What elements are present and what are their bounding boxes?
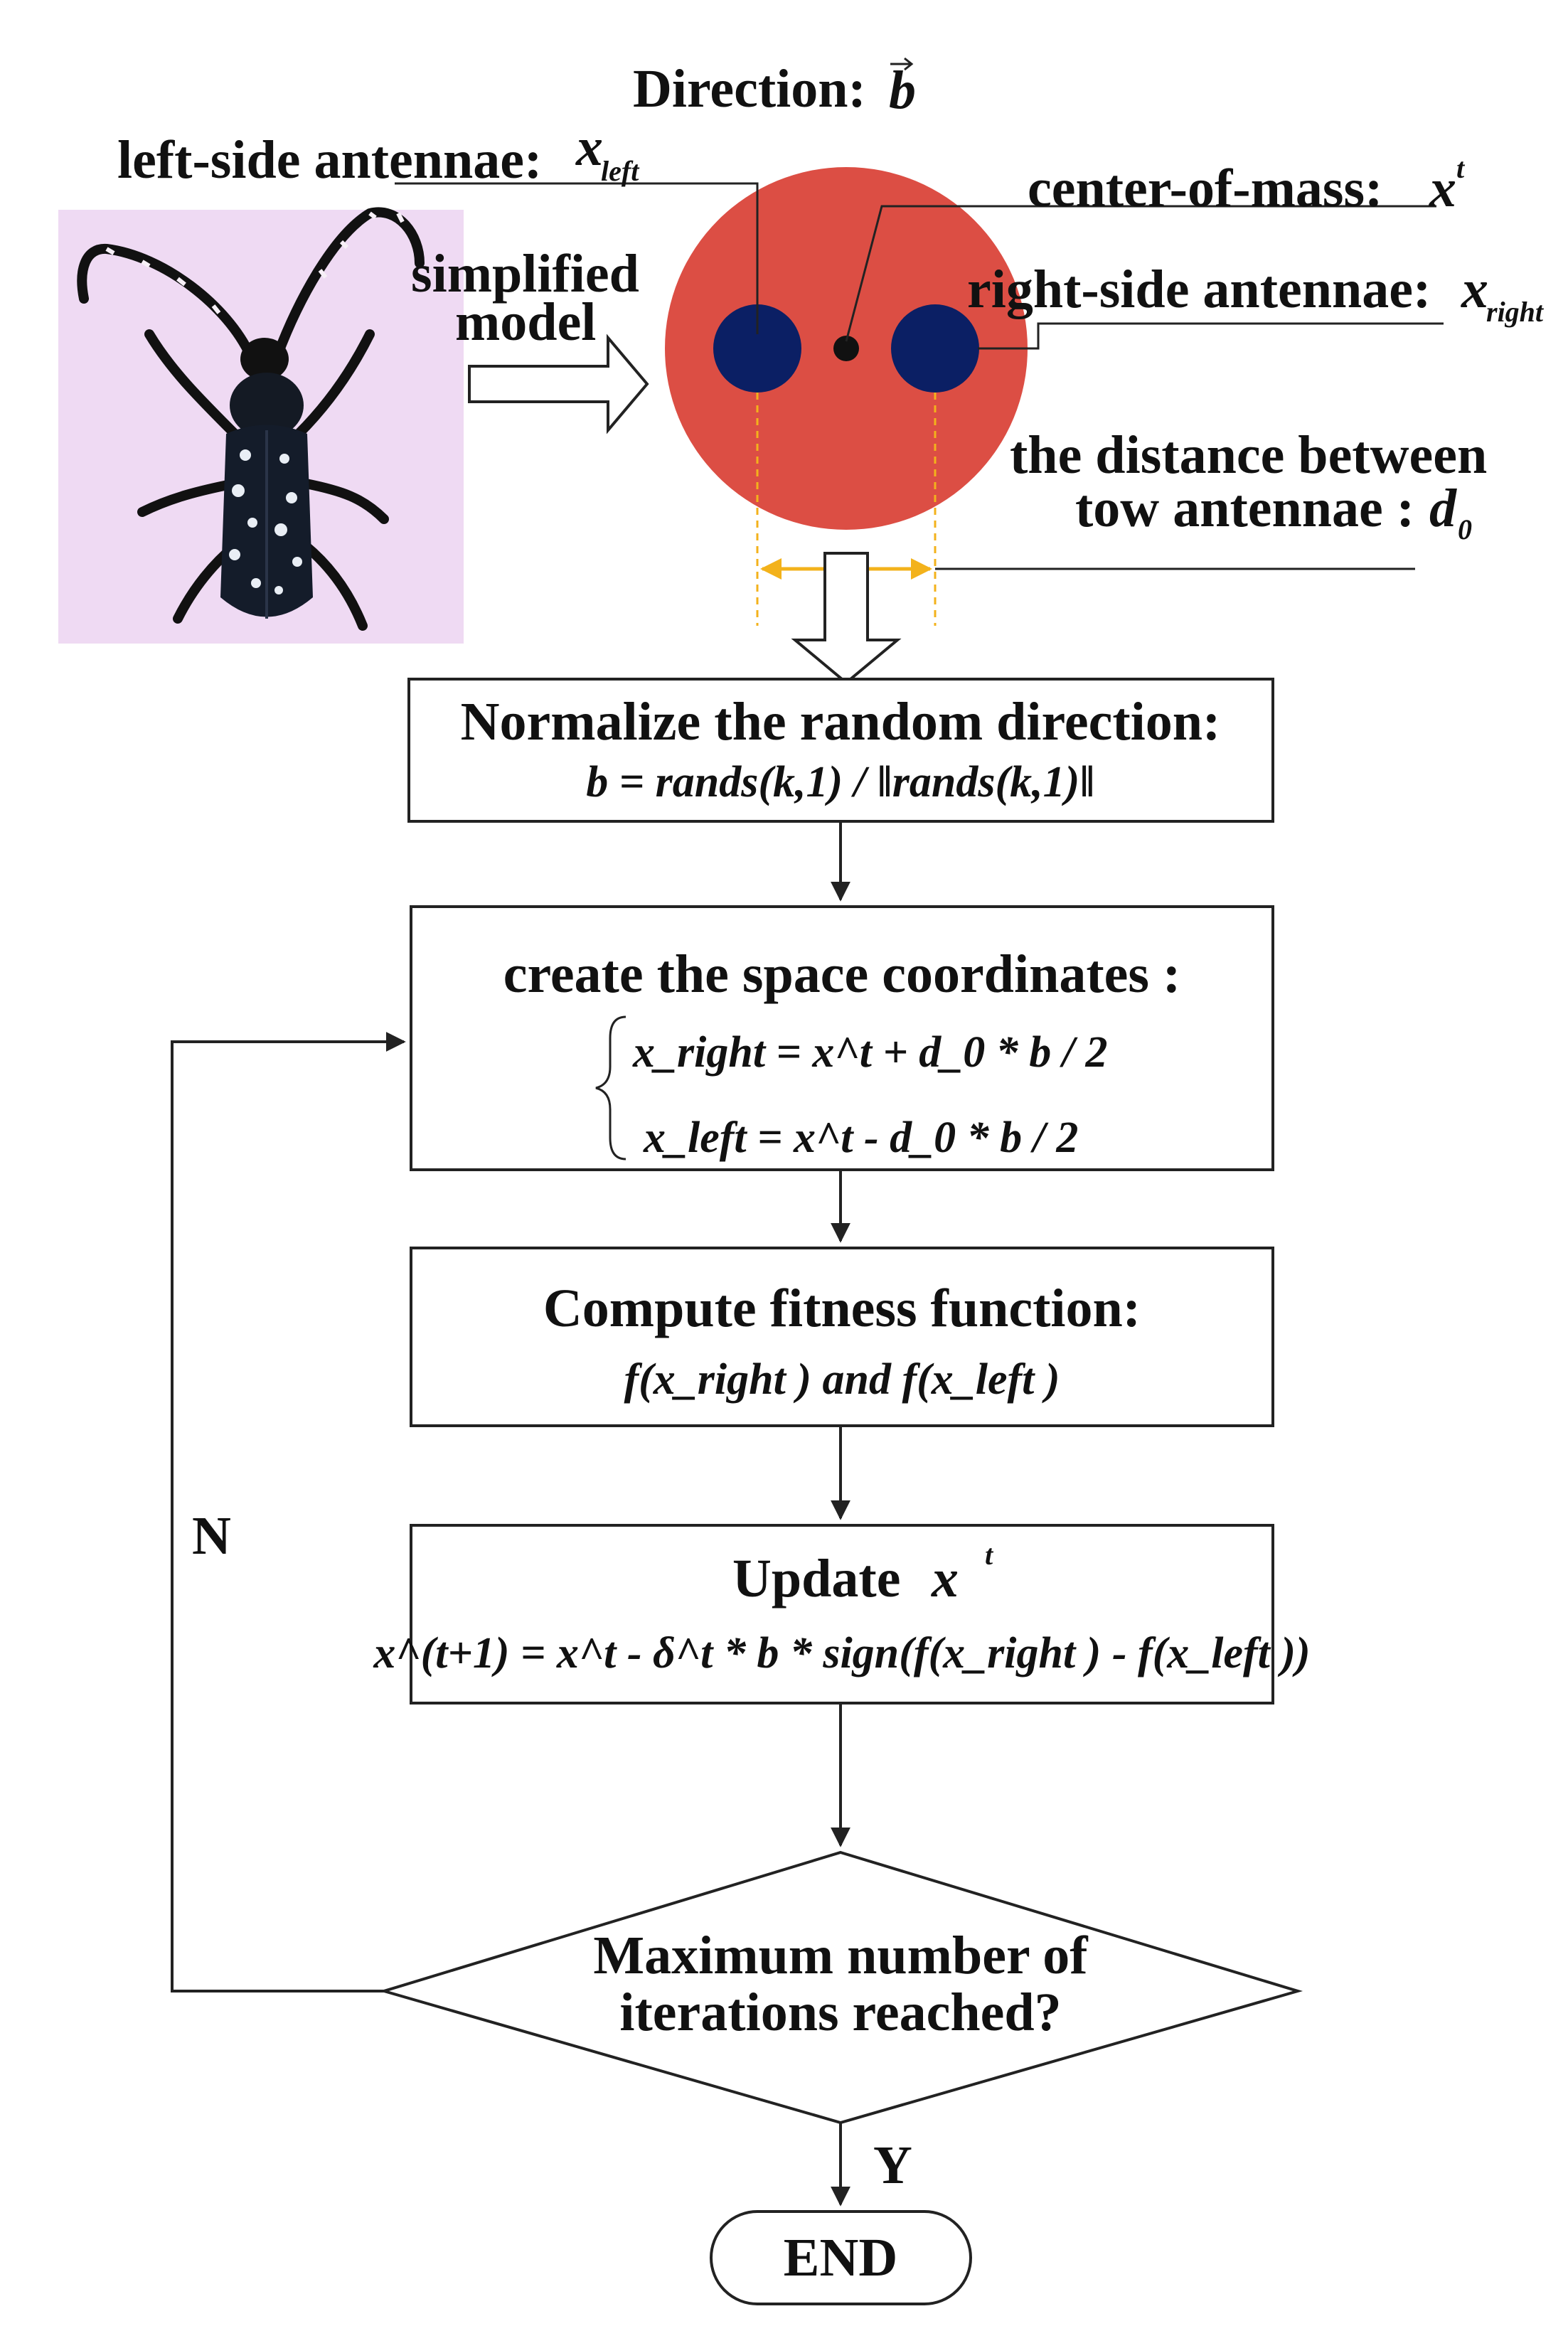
distance-label-line2: tow antennae : [1075, 479, 1414, 538]
fitness-step: Compute fitness function: f(x_right ) an… [410, 1247, 1274, 1427]
right-antenna-sub: right [1486, 296, 1545, 328]
end-terminal: END [710, 2210, 972, 2305]
left-antenna-var: x [575, 117, 603, 177]
no-label: N [192, 1506, 231, 1566]
fitness-box [410, 1247, 1274, 1427]
right-antenna-circle [891, 304, 979, 393]
simplified-model-arrow-icon [468, 334, 649, 434]
right-antenna-label: right-side antennae: [967, 260, 1431, 319]
direction-header: Direction: b [633, 57, 916, 120]
yes-label: Y [873, 2135, 912, 2195]
update-step: Update x t x^(t+1) = x^t - δ^t * b * sig… [373, 1524, 1311, 1705]
direction-symbol: b [889, 60, 916, 120]
center-leader [845, 205, 1436, 342]
vector-arrow-icon [890, 57, 914, 71]
coordinates-left: x_left = x^t - d_0 * b / 2 [643, 1114, 1078, 1162]
normalize-step: Normalize the random direction: b = rand… [407, 678, 1274, 823]
right-antenna-var: x [1461, 260, 1488, 319]
brace-icon [595, 1015, 626, 1161]
update-box [410, 1524, 1274, 1705]
fitness-title: Compute fitness function: [543, 1279, 1141, 1338]
center-var: x [1429, 159, 1456, 218]
coordinates-right: x_right = x^t + d_0 * b / 2 [632, 1028, 1108, 1077]
left-antenna-label: left-side antennae: [117, 130, 542, 190]
beetle-photo [58, 207, 464, 644]
simplified-model: left-side antennae: x left center-of-mas… [117, 117, 1545, 685]
end-label: END [784, 2228, 897, 2288]
normalize-formula: b = rands(k,1) / ‖rands(k,1)‖ [586, 758, 1094, 806]
normalize-box [407, 678, 1274, 823]
update-sup: t [985, 1539, 994, 1571]
coordinates-box [410, 905, 1274, 1171]
decision-line2: iterations reached? [619, 1983, 1061, 2042]
left-antenna-sub: left [601, 155, 640, 187]
down-hollow-arrow-icon [791, 552, 902, 685]
distance-var: d [1429, 479, 1457, 538]
center-sup: t [1456, 152, 1466, 184]
coordinates-step: create the space coordinates : x_right =… [410, 905, 1274, 1171]
decision-step: Maximum number of iterations reached? [378, 1850, 1303, 2125]
normalize-title: Normalize the random direction: [461, 692, 1221, 752]
update-formula: x^(t+1) = x^t - δ^t * b * sign(f(x_right… [373, 1629, 1310, 1677]
beetle-illustration [77, 207, 425, 631]
fitness-formula: f(x_right ) and f(x_left ) [624, 1355, 1060, 1404]
left-antenna-leader [395, 182, 759, 334]
update-title: Update [732, 1549, 900, 1609]
center-of-mass-label: center-of-mass: [1028, 159, 1382, 218]
center-of-mass-dot [833, 336, 859, 361]
end-box [710, 2210, 972, 2305]
update-var: x [931, 1549, 959, 1609]
left-antenna-circle [713, 304, 801, 393]
decision-line1: Maximum number of [593, 1926, 1089, 1985]
distance-label-line1: the distance between [1010, 425, 1487, 485]
direction-label: Direction: [633, 59, 866, 119]
coordinates-title: create the space coordinates : [503, 944, 1181, 1004]
distance-sub: 0 [1458, 513, 1472, 545]
arrow-no-loop [171, 1032, 406, 1992]
right-antenna-leader [978, 322, 1444, 350]
simplified-label-line1: simplified [411, 244, 639, 304]
simplified-label-line2: model [455, 292, 596, 352]
